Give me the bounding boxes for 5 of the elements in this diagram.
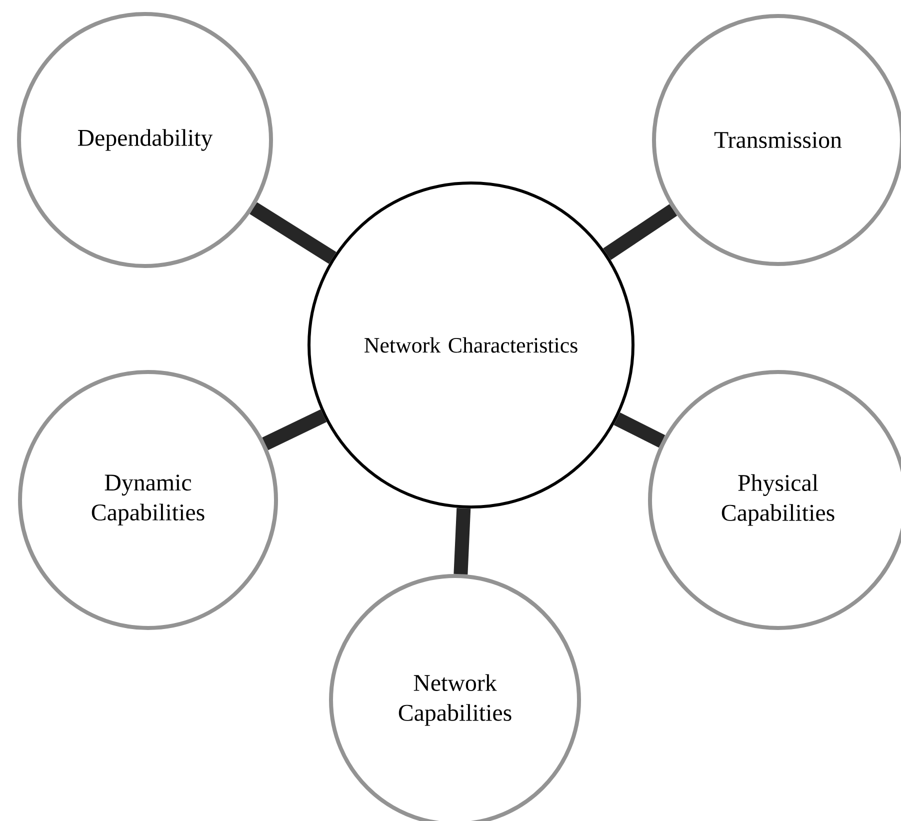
connector: [614, 412, 666, 448]
connector: [262, 409, 327, 450]
connector: [250, 202, 336, 264]
connector: [454, 508, 471, 574]
connector: [603, 204, 678, 260]
